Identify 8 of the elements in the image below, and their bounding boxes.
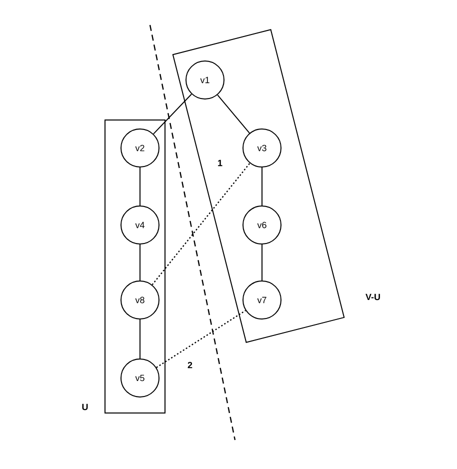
group-label: U bbox=[82, 404, 88, 410]
edge-line bbox=[152, 94, 192, 134]
edge-label: 2 bbox=[186, 360, 194, 370]
edge-label: 1 bbox=[216, 158, 224, 168]
group-label: V-U bbox=[366, 294, 380, 300]
edge-line bbox=[217, 94, 250, 134]
edge-line bbox=[152, 162, 250, 286]
edge-line bbox=[156, 310, 246, 368]
